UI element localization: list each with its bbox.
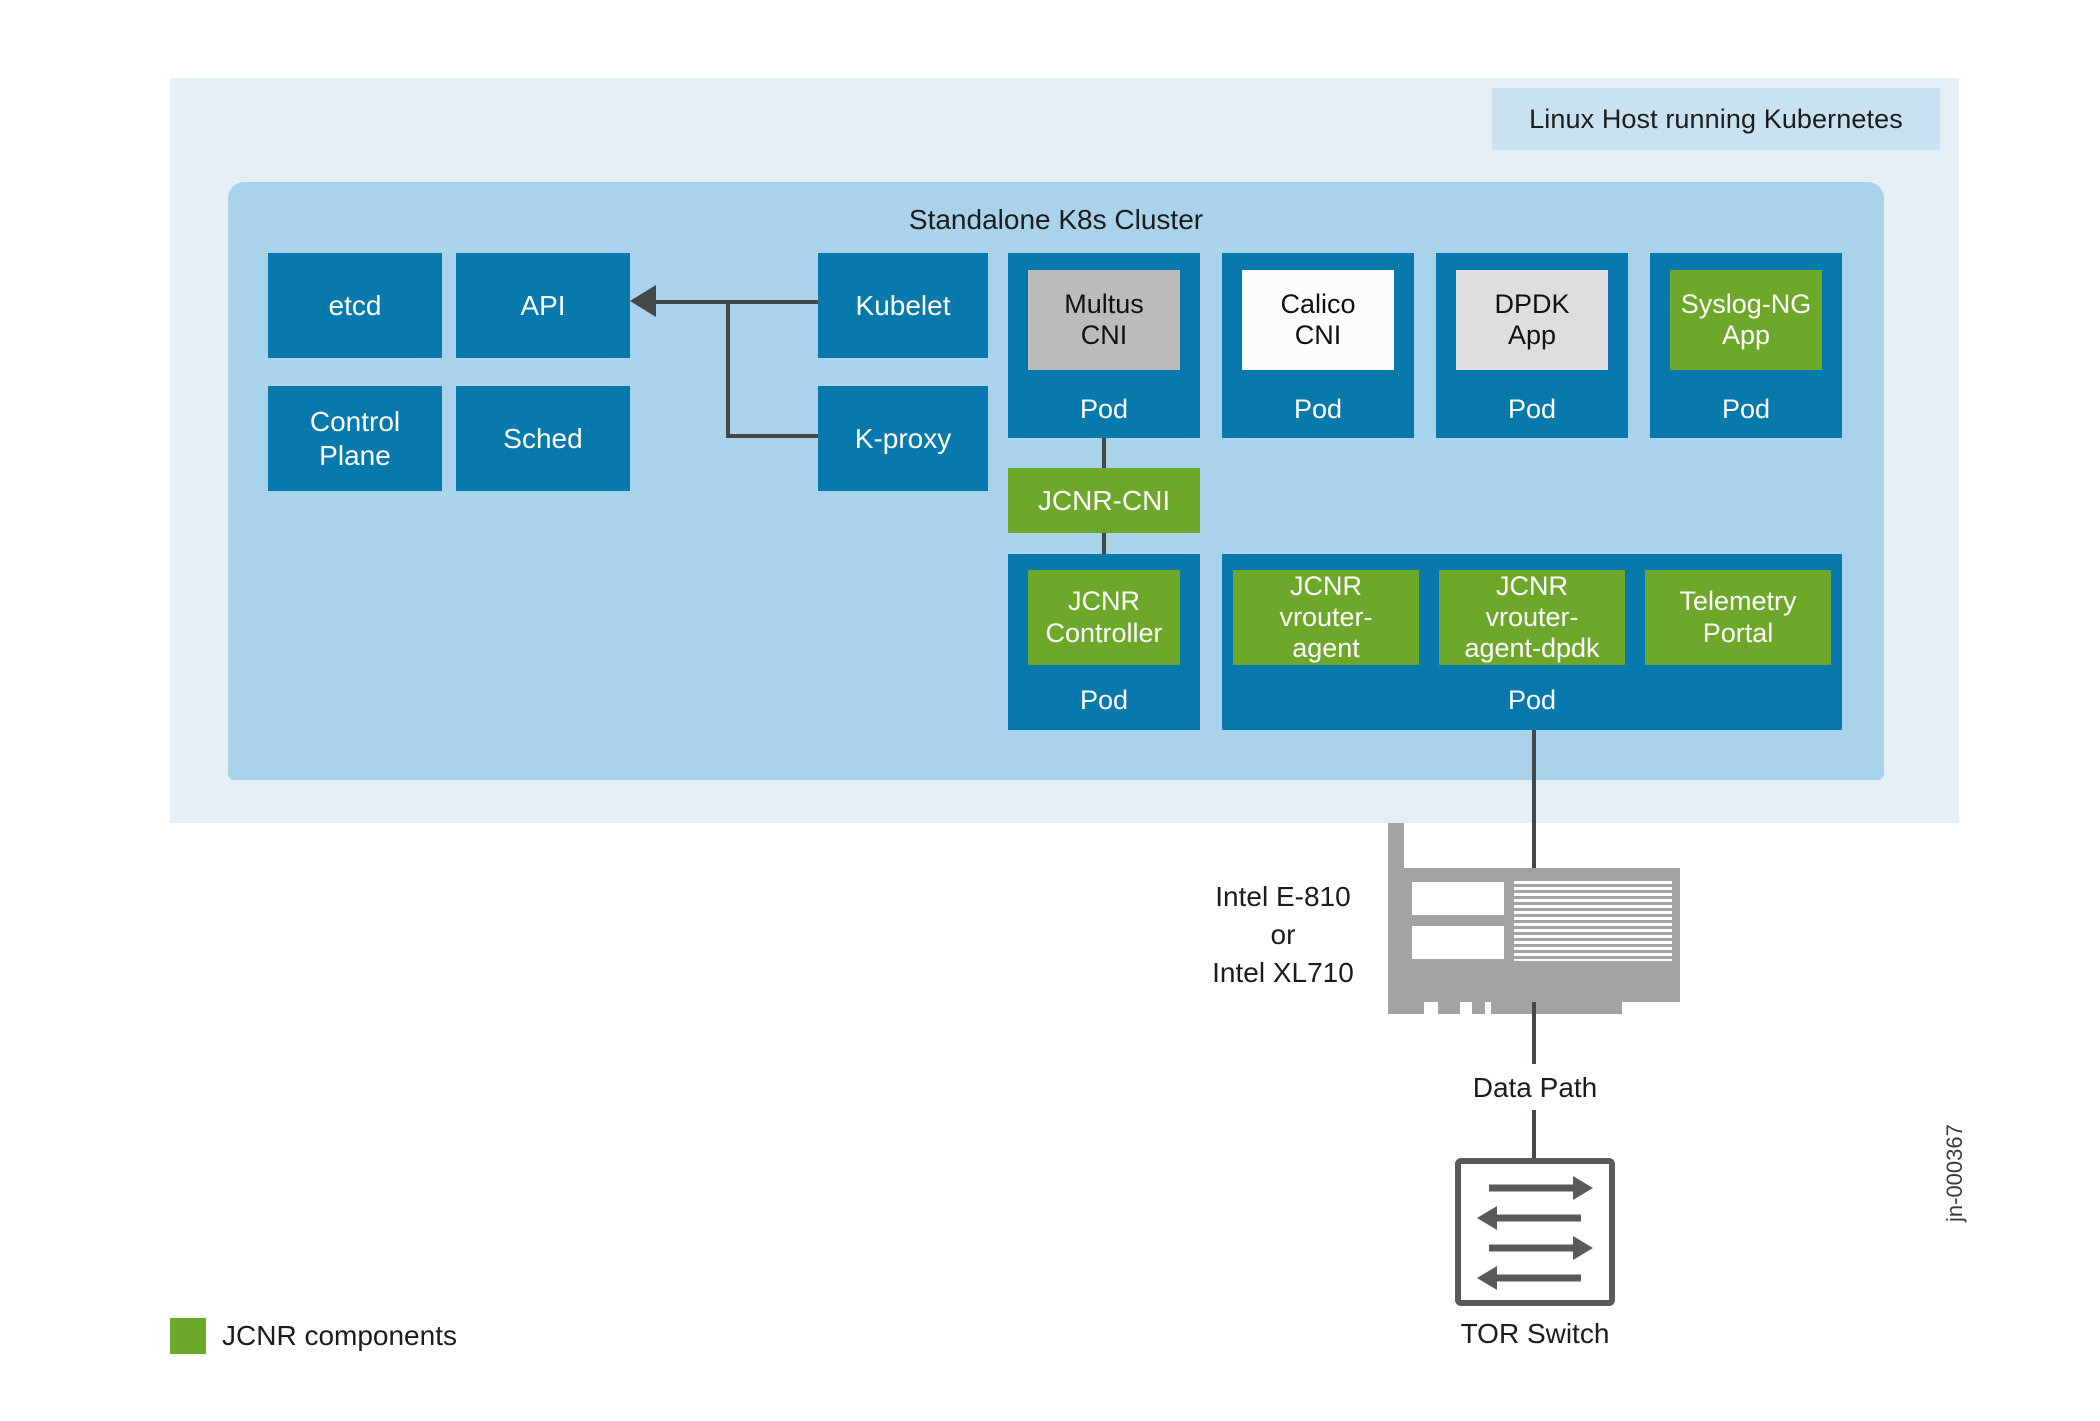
component-jcnr-vrouter-agent-label: JCNR vrouter- agent xyxy=(1279,570,1373,664)
connector-vrouter-to-nic xyxy=(1532,730,1536,875)
nic-heatsink xyxy=(1514,881,1672,961)
component-jcnr-cni-label: JCNR-CNI xyxy=(1037,484,1171,516)
component-calico-cni-label: Calico CNI xyxy=(1280,288,1356,350)
nic-card xyxy=(1388,823,1680,1014)
nic-port-top xyxy=(1412,882,1504,915)
component-calico-cni[interactable]: Calico CNI xyxy=(1242,270,1394,370)
connector-datapath-to-tor xyxy=(1532,1110,1536,1160)
pod-dpdk-app[interactable]: DPDK App Pod xyxy=(1436,253,1628,438)
nic-port-bottom xyxy=(1412,926,1504,959)
vrouter-component-row: JCNR vrouter- agent JCNR vrouter- agent-… xyxy=(1233,570,1831,665)
control-box-etcd-label: etcd xyxy=(328,289,382,321)
k8s-cluster-title-text: Standalone K8s Cluster xyxy=(908,204,1204,235)
component-jcnr-controller-label: JCNR Controller xyxy=(1045,586,1163,648)
data-path-label: Data Path xyxy=(1380,1072,1690,1104)
control-box-kubelet[interactable]: Kubelet xyxy=(818,253,988,358)
control-box-api[interactable]: API xyxy=(456,253,630,358)
pod-calico-cni[interactable]: Calico CNI Pod xyxy=(1222,253,1414,438)
connector-kproxy-branch-horizontal xyxy=(726,434,818,438)
linux-host-label: Linux Host running Kubernetes xyxy=(1492,88,1940,150)
component-syslog-ng-app[interactable]: Syslog-NG App xyxy=(1670,270,1822,370)
connector-jcnr-cni-to-controller xyxy=(1102,533,1106,554)
component-dpdk-app-label: DPDK App xyxy=(1494,288,1570,350)
component-jcnr-vrouter-agent-dpdk[interactable]: JCNR vrouter- agent-dpdk xyxy=(1439,570,1625,665)
pod-label-calico: Pod xyxy=(1293,394,1343,424)
control-box-etcd[interactable]: etcd xyxy=(268,253,442,358)
connector-arrowhead-api xyxy=(630,285,656,317)
component-syslog-ng-app-label: Syslog-NG App xyxy=(1680,288,1812,350)
pod-label-syslog: Pod xyxy=(1721,394,1771,424)
k8s-cluster-title: Standalone K8s Cluster xyxy=(228,200,1884,240)
connector-multus-to-jcnr-cni xyxy=(1102,438,1106,468)
tor-switch-label-text: TOR Switch xyxy=(1460,1318,1610,1349)
control-box-api-label: API xyxy=(520,289,566,321)
pod-jcnr-controller[interactable]: JCNR Controller Pod xyxy=(1008,554,1200,730)
nic-edge-notch xyxy=(1485,1002,1491,1014)
component-dpdk-app[interactable]: DPDK App xyxy=(1456,270,1608,370)
nic-edge-tab-3 xyxy=(1472,990,1622,1014)
pod-multus-cni[interactable]: Multus CNI Pod xyxy=(1008,253,1200,438)
pod-label-multus: Pod xyxy=(1079,394,1129,424)
control-box-kubelet-label: Kubelet xyxy=(855,289,951,321)
pod-label-jcnr-controller: Pod xyxy=(1079,685,1129,715)
control-box-control-plane[interactable]: Control Plane xyxy=(268,386,442,491)
tor-switch-arrows xyxy=(1477,1176,1593,1290)
connector-kproxy-branch-vertical xyxy=(726,300,730,438)
control-box-kproxy[interactable]: K-proxy xyxy=(818,386,988,491)
nic-edge-tab-1 xyxy=(1404,990,1424,1014)
tor-switch-label: TOR Switch xyxy=(1380,1318,1690,1350)
legend-label-text: JCNR components xyxy=(222,1320,457,1351)
connector-kubelet-to-api xyxy=(655,300,818,304)
nic-bracket xyxy=(1388,823,1404,1014)
figure-id: jn-000367 xyxy=(1942,1124,1968,1222)
pod-label-dpdk: Pod xyxy=(1507,394,1557,424)
connector-nic-to-datapath xyxy=(1532,1002,1536,1064)
pod-jcnr-vrouter[interactable]: JCNR vrouter- agent JCNR vrouter- agent-… xyxy=(1222,554,1842,730)
control-box-sched[interactable]: Sched xyxy=(456,386,630,491)
tor-switch-icon[interactable] xyxy=(1455,1158,1615,1306)
component-jcnr-cni[interactable]: JCNR-CNI xyxy=(1008,468,1200,533)
control-box-control-plane-label: Control Plane xyxy=(309,405,401,471)
nic-edge-tab-2 xyxy=(1438,990,1460,1014)
control-box-sched-label: Sched xyxy=(503,422,583,454)
component-telemetry-portal-label: Telemetry Portal xyxy=(1679,586,1797,648)
data-path-label-text: Data Path xyxy=(1472,1072,1598,1103)
legend-label: JCNR components xyxy=(222,1318,457,1354)
component-jcnr-vrouter-agent[interactable]: JCNR vrouter- agent xyxy=(1233,570,1419,665)
component-multus-cni[interactable]: Multus CNI xyxy=(1028,270,1180,370)
nic-label: Intel E-810 or Intel XL710 xyxy=(1188,878,1378,991)
control-box-kproxy-label: K-proxy xyxy=(854,422,952,454)
figure-id-text: jn-000367 xyxy=(1942,1124,1967,1222)
legend-swatch-jcnr xyxy=(170,1318,206,1354)
pod-syslog-ng-app[interactable]: Syslog-NG App Pod xyxy=(1650,253,1842,438)
component-jcnr-controller[interactable]: JCNR Controller xyxy=(1028,570,1180,665)
pod-label-jcnr-vrouter: Pod xyxy=(1507,685,1557,715)
component-multus-cni-label: Multus CNI xyxy=(1064,288,1144,350)
linux-host-label-text: Linux Host running Kubernetes xyxy=(1529,103,1903,134)
component-jcnr-vrouter-agent-dpdk-label: JCNR vrouter- agent-dpdk xyxy=(1464,570,1600,664)
nic-label-text: Intel E-810 or Intel XL710 xyxy=(1212,881,1354,988)
component-telemetry-portal[interactable]: Telemetry Portal xyxy=(1645,570,1831,665)
